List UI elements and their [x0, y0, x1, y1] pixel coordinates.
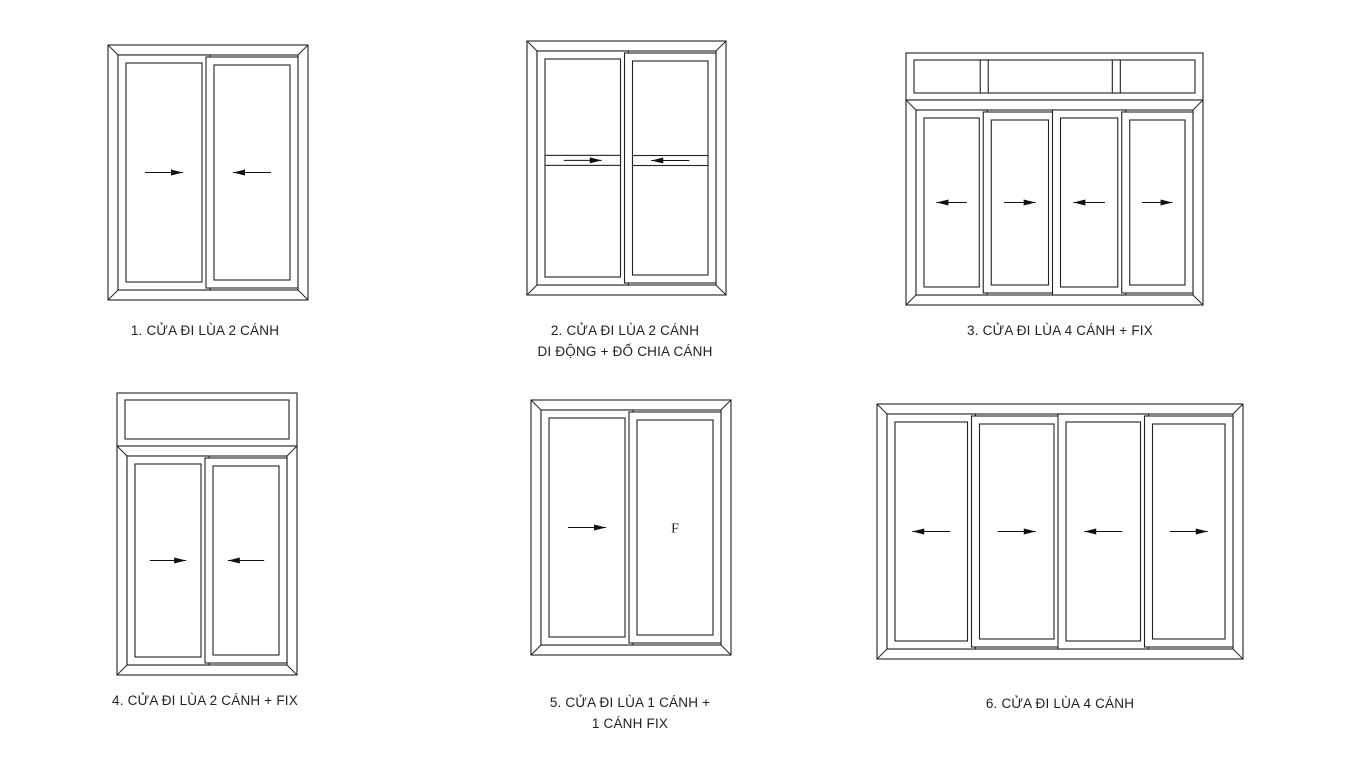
- door-diagram-5: F: [530, 399, 732, 656]
- transom-glass: [124, 399, 290, 440]
- frame-mitre: [720, 644, 732, 656]
- door-diagram-6: [876, 403, 1244, 660]
- frame-mitre: [1192, 294, 1204, 306]
- frame-mitre: [107, 289, 119, 301]
- arrow-right-icon: [563, 157, 602, 164]
- frame-mitre: [286, 664, 298, 676]
- door-diagram-3: [905, 52, 1204, 306]
- caption-line: 1 CÁNH FIX: [591, 716, 669, 731]
- frame-mitre: [715, 284, 727, 296]
- frame-mitre: [1192, 99, 1204, 111]
- frame-mitre: [905, 294, 917, 306]
- frame-mitre: [116, 445, 128, 457]
- frame-mitre: [715, 40, 727, 52]
- frame-mitre: [1232, 403, 1244, 415]
- sash-glass: [544, 58, 622, 278]
- frame-mitre: [876, 648, 888, 660]
- fixed-panel-label: F: [671, 522, 679, 537]
- frame-mitre: [905, 99, 917, 111]
- sash-glass: [923, 117, 980, 288]
- arrow-right-icon: [1004, 199, 1036, 206]
- frame-mitre: [526, 284, 538, 296]
- door-caption-4: 4. CỬA ĐI LÙA 2 CÁNH + FIX: [75, 690, 335, 711]
- caption-line: 3. CỬA ĐI LÙA 4 CÁNH + FIX: [967, 323, 1153, 338]
- frame-mitre: [530, 399, 542, 411]
- transom-mullion: [1111, 59, 1121, 94]
- arrow-left-icon: [1073, 199, 1105, 206]
- door-diagram-4: [116, 392, 298, 676]
- sash-glass: [636, 419, 714, 636]
- frame-mitre: [1232, 648, 1244, 660]
- arrow-left-icon: [936, 199, 967, 206]
- frame-mitre: [530, 644, 542, 656]
- caption-line: 4. CỬA ĐI LÙA 2 CÁNH + FIX: [112, 693, 298, 708]
- caption-line: 5. CỬA ĐI LÙA 1 CÁNH +: [549, 695, 711, 710]
- arrow-left-icon: [651, 157, 690, 164]
- frame-mitre: [297, 44, 309, 56]
- caption-line: 1. CỬA ĐI LÙA 2 CÁNH: [130, 323, 280, 338]
- door-diagram-2: [526, 40, 727, 296]
- arrow-right-icon: [145, 169, 183, 176]
- caption-line: DI ĐỘNG + ĐỐ CHIA CÁNH: [537, 344, 713, 359]
- door-caption-1: 1. CỬA ĐI LÙA 2 CÁNH: [80, 320, 330, 341]
- frame-mitre: [286, 445, 298, 457]
- frame-mitre: [876, 403, 888, 415]
- frame-mitre: [297, 289, 309, 301]
- arrow-right-icon: [997, 528, 1036, 535]
- arrow-left-icon: [227, 557, 265, 564]
- frame-mitre: [116, 664, 128, 676]
- transom-mullion: [979, 59, 989, 94]
- caption-line: 6. CỬA ĐI LÙA 4 CÁNH: [985, 696, 1135, 711]
- frame-mitre: [107, 44, 119, 56]
- arrow-right-icon: [149, 557, 187, 564]
- arrow-left-icon: [1084, 528, 1123, 535]
- caption-line: 2. CỬA ĐI LÙA 2 CÁNH: [550, 323, 700, 338]
- door-caption-2: 2. CỬA ĐI LÙA 2 CÁNH DI ĐỘNG + ĐỐ CHIA C…: [500, 320, 750, 362]
- frame-mitre: [526, 40, 538, 52]
- sash-glass: [631, 60, 709, 276]
- door-caption-5: 5. CỬA ĐI LÙA 1 CÁNH + 1 CÁNH FIX: [505, 692, 755, 734]
- arrow-left-icon: [912, 528, 951, 535]
- arrow-right-icon: [1169, 528, 1208, 535]
- arrow-right-icon: [568, 524, 606, 531]
- door-diagram-1: [107, 44, 309, 301]
- arrow-left-icon: [233, 169, 271, 176]
- arrow-right-icon: [1142, 199, 1173, 206]
- door-caption-6: 6. CỬA ĐI LÙA 4 CÁNH: [905, 693, 1215, 714]
- frame-mitre: [720, 399, 732, 411]
- door-caption-3: 3. CỬA ĐI LÙA 4 CÁNH + FIX: [900, 320, 1220, 341]
- transom-glass: [913, 59, 1196, 94]
